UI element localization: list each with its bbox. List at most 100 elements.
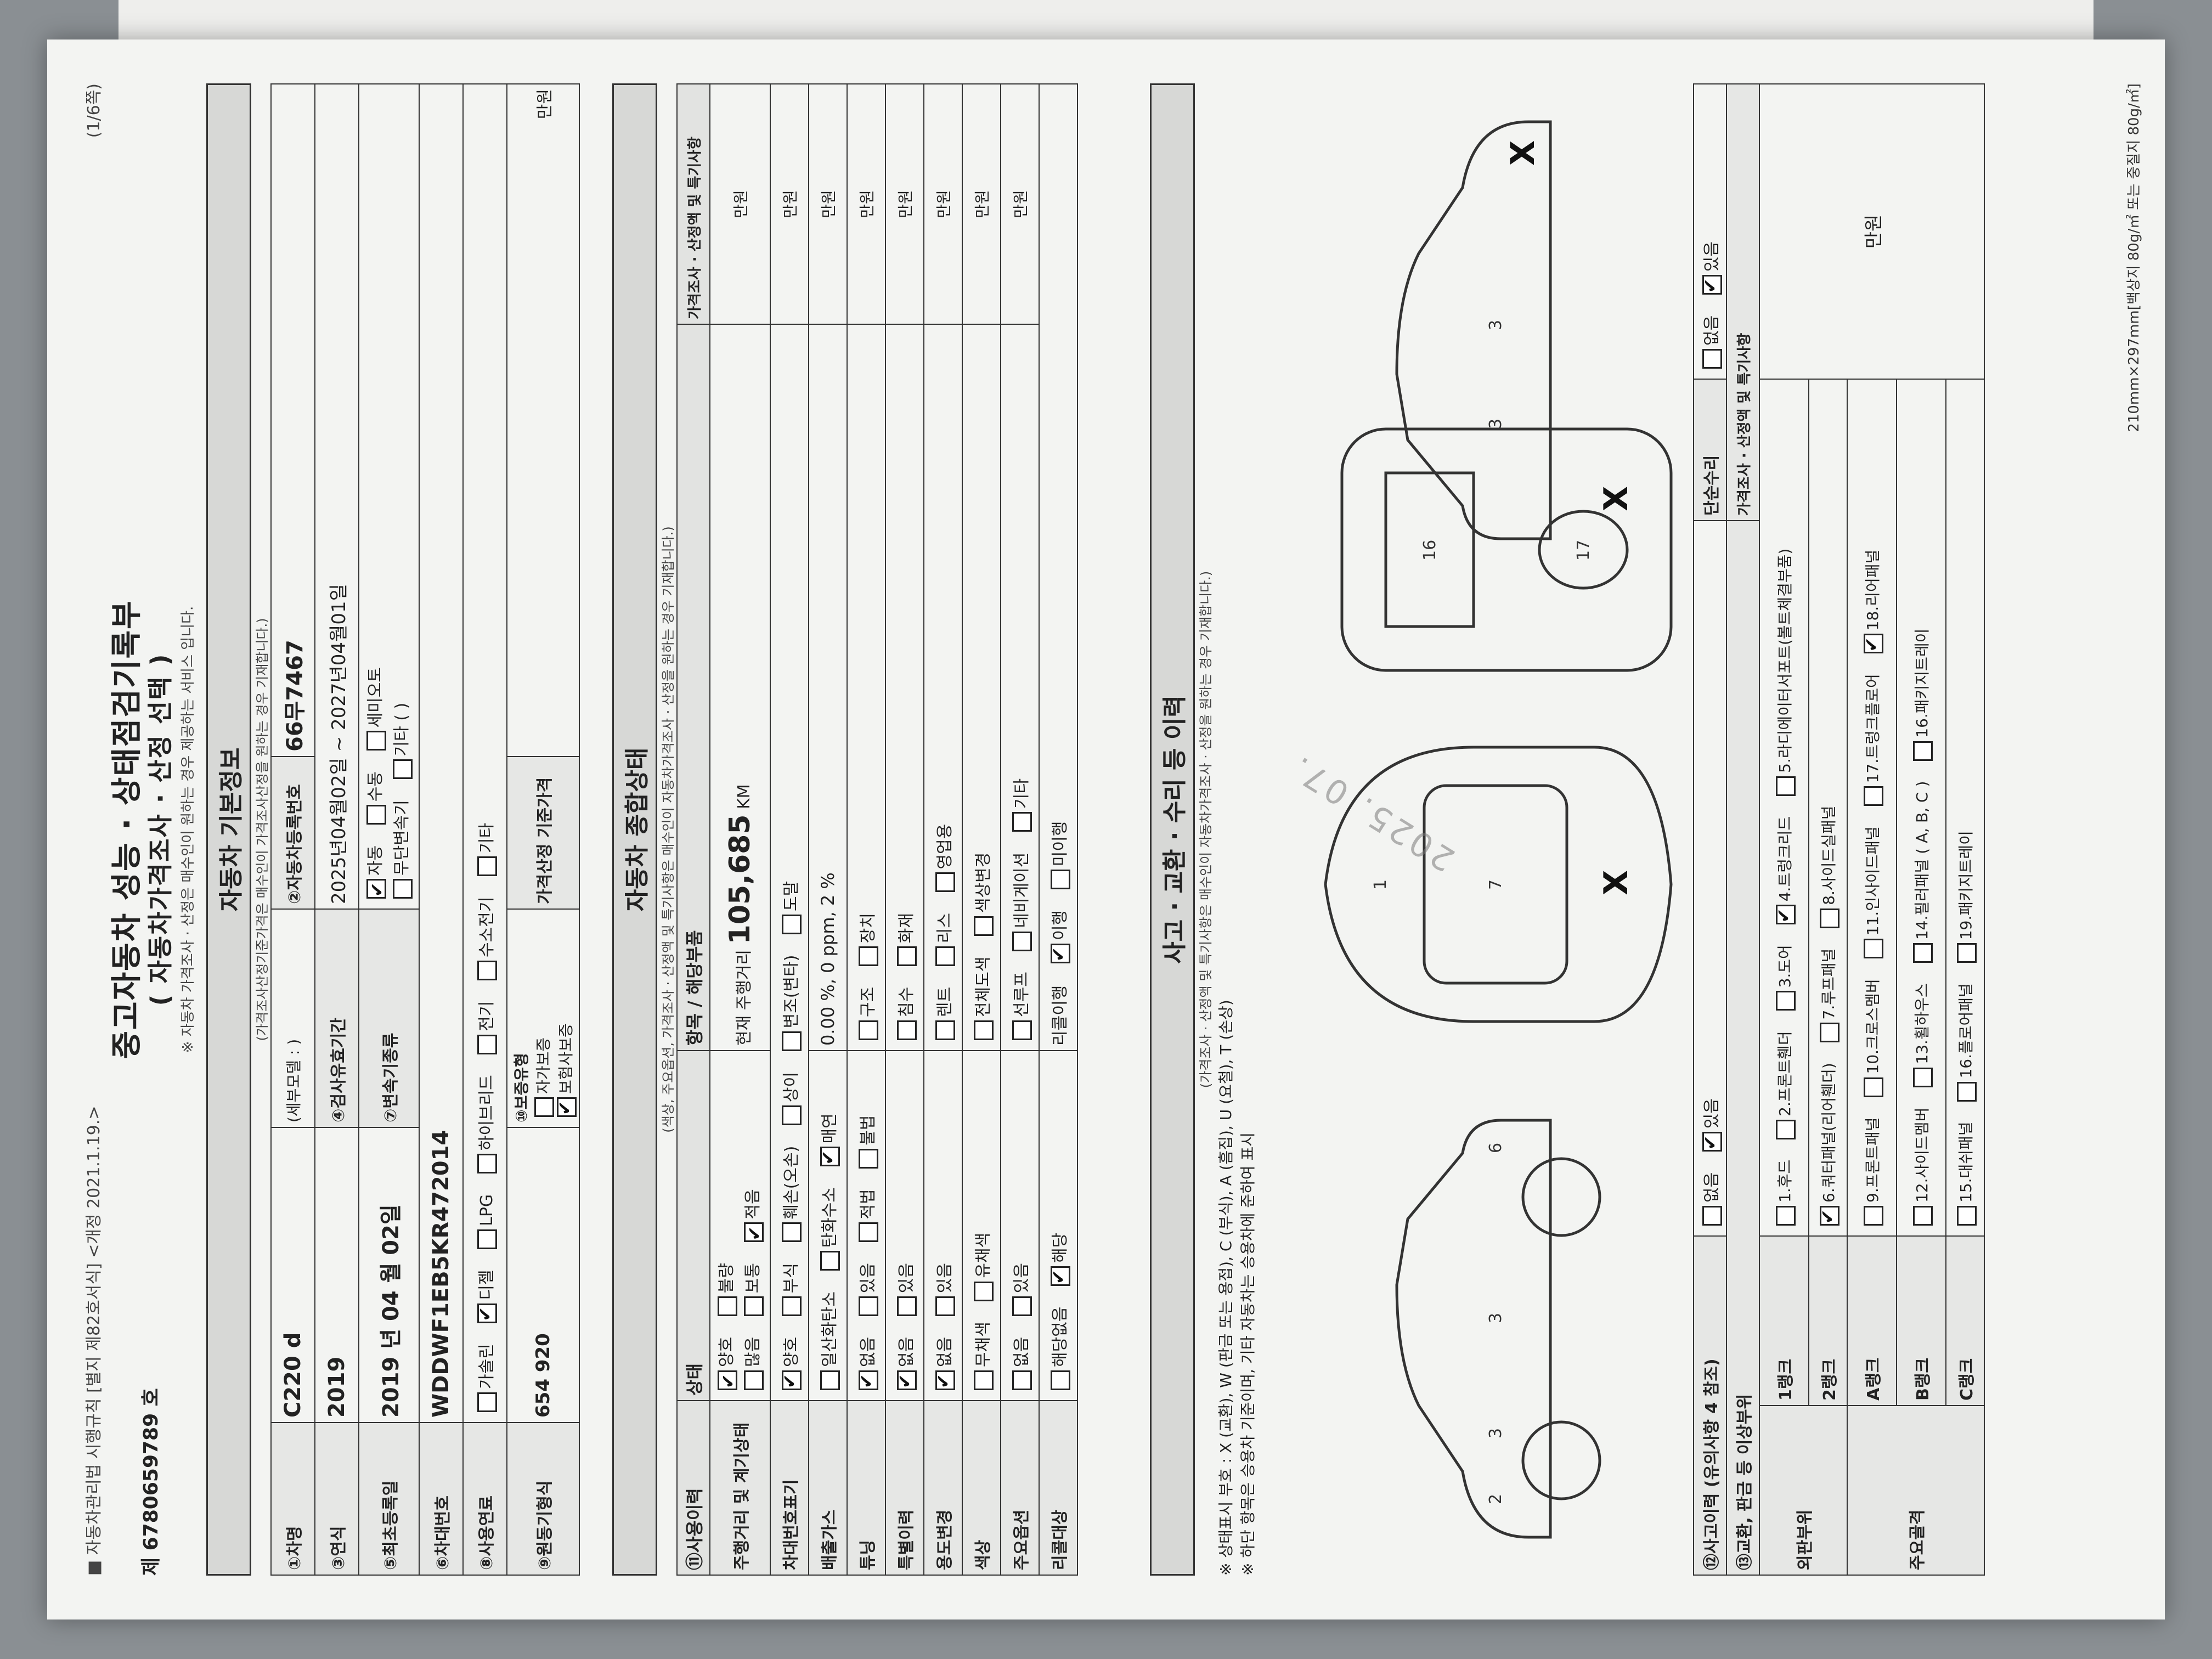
vin-paint-text: 도말 (781, 881, 801, 912)
fuel-diesel-checkbox[interactable] (477, 1303, 498, 1323)
usage-business-checkbox[interactable] (935, 872, 956, 893)
mileage-high-checkbox[interactable] (743, 1370, 764, 1390)
recall-done-checkbox[interactable] (1051, 944, 1071, 964)
rankB-pillar-checkbox[interactable] (1912, 943, 1933, 963)
simple-yes-checkbox[interactable] (1702, 275, 1723, 295)
rankB-wheelhouse-checkbox[interactable] (1912, 1067, 1933, 1087)
vin-paint-checkbox[interactable] (782, 915, 802, 935)
fuel-hybrid-checkbox[interactable] (477, 1154, 498, 1174)
vin-differ-checkbox[interactable] (782, 1105, 802, 1126)
options-none-checkbox[interactable] (1012, 1370, 1032, 1390)
usage-yes-text: 있음 (935, 1263, 955, 1294)
warranty-self-checkbox[interactable] (534, 1097, 554, 1117)
rankA-inside-checkbox[interactable] (1863, 939, 1883, 959)
fuel-gasoline-text: 가솔린 (477, 1344, 496, 1389)
options-yes-checkbox[interactable] (1012, 1296, 1032, 1317)
trans-auto-checkbox[interactable] (366, 879, 386, 899)
rankA-front-checkbox[interactable] (1863, 1206, 1883, 1226)
color-chromatic-checkbox[interactable] (974, 1281, 994, 1301)
item-col-header: 항목 / 해당부품 (677, 324, 710, 1051)
trans-cvt-checkbox[interactable] (392, 879, 413, 899)
fuel-gasoline-checkbox[interactable] (477, 1392, 498, 1412)
usage-yes-checkbox[interactable] (935, 1296, 956, 1317)
accident-yes-checkbox[interactable] (1702, 1132, 1723, 1152)
rank2-roof-checkbox[interactable] (1819, 1023, 1839, 1043)
basic-info-title: 자동차 기본정보 (206, 83, 251, 1576)
options-other-checkbox[interactable] (1012, 812, 1032, 832)
special-none-checkbox[interactable] (897, 1370, 917, 1390)
color-fullpaint-checkbox[interactable] (974, 1020, 994, 1040)
replace-label: ⑬교환, 판금 등 이상부위 (1726, 521, 1759, 1575)
vin-tamper-checkbox[interactable] (782, 1031, 802, 1052)
rankC-dash-checkbox[interactable] (1956, 1206, 1977, 1226)
rankB-sidemember-checkbox[interactable] (1912, 1206, 1933, 1226)
rankA-trunkfloor-checkbox[interactable] (1863, 786, 1883, 806)
rank1-radiator-checkbox[interactable] (1775, 776, 1796, 796)
recall-yes-checkbox[interactable] (1051, 1266, 1071, 1286)
usage-lease-checkbox[interactable] (935, 946, 956, 967)
first-reg-value: 2019 년 04 월 02일 (359, 1127, 419, 1423)
warranty-insurance-checkbox[interactable] (557, 1097, 577, 1117)
vin-corrosion-checkbox[interactable] (782, 1296, 802, 1317)
rankC-package-checkbox[interactable] (1956, 943, 1977, 963)
color-change-checkbox[interactable] (974, 916, 994, 936)
trans-manual-checkbox[interactable] (366, 805, 386, 825)
rank2-sidesill-checkbox[interactable] (1819, 908, 1839, 928)
form-title: 중고자동차 성능 · 상태점검기록부 (109, 600, 145, 1059)
special-yes-checkbox[interactable] (897, 1296, 917, 1317)
simple-none-checkbox[interactable] (1702, 349, 1723, 369)
special-fire-checkbox[interactable] (897, 946, 917, 967)
fuel-electric-checkbox[interactable] (477, 1034, 498, 1054)
tuning-none-checkbox[interactable] (859, 1370, 879, 1390)
rank1-fender-checkbox[interactable] (1775, 1119, 1796, 1139)
usage-none-checkbox[interactable] (935, 1370, 956, 1390)
mileage-low-checkbox[interactable] (743, 1222, 764, 1243)
fuel-other-checkbox[interactable] (477, 856, 498, 877)
fuel-lpg-text: LPG (477, 1194, 496, 1226)
usage-business-text: 영업용 (935, 823, 955, 870)
rank1-door-checkbox[interactable] (1775, 991, 1796, 1011)
vin-good-checkbox[interactable] (782, 1370, 802, 1390)
tuning-device-checkbox[interactable] (859, 946, 879, 967)
mileage-normal-checkbox[interactable] (743, 1296, 764, 1317)
color-achromatic-checkbox[interactable] (974, 1370, 994, 1390)
rankB-package-checkbox[interactable] (1912, 741, 1933, 761)
mileage-bad-checkbox[interactable] (717, 1296, 737, 1317)
base-price-unit: 만원 (507, 84, 579, 757)
reg-no-label: ②자동차등록번호 (271, 757, 315, 909)
options-sunroof-checkbox[interactable] (1012, 1020, 1032, 1040)
fuel-hydrogen-checkbox[interactable] (477, 960, 498, 980)
trans-other-checkbox[interactable] (392, 759, 413, 780)
trans-semi-checkbox[interactable] (366, 731, 386, 751)
rank1-hood-checkbox[interactable] (1775, 1206, 1796, 1226)
fuel-lpg-checkbox[interactable] (477, 1229, 498, 1249)
special-flood-checkbox[interactable] (897, 1020, 917, 1040)
tuning-illegal-checkbox[interactable] (859, 1148, 879, 1169)
rankA-cross-checkbox[interactable] (1863, 1077, 1883, 1097)
rank1-trunk-checkbox[interactable] (1775, 905, 1796, 925)
options-navi-checkbox[interactable] (1012, 931, 1032, 951)
recall-none-checkbox[interactable] (1051, 1370, 1071, 1390)
tuning-structure-checkbox[interactable] (859, 1020, 879, 1040)
paper-spec-footer: 210mm×297mm[백상지 80g/㎡ 또는 중질지 80g/㎡] (2126, 83, 2142, 432)
warranty-cell: ⑩보증유형 자가보증 보험사보증 (507, 909, 579, 1127)
usage-rent-checkbox[interactable] (935, 1020, 956, 1040)
tuning-yes-checkbox[interactable] (859, 1296, 879, 1317)
warranty-label: ⑩보증유형 (512, 1053, 531, 1122)
diagram-label-16: 16 (1420, 540, 1440, 561)
tuning-legal-checkbox[interactable] (859, 1222, 879, 1243)
accident-none-checkbox[interactable] (1702, 1206, 1723, 1226)
vin-damage-checkbox[interactable] (782, 1222, 802, 1243)
emission-hc-checkbox[interactable] (820, 1251, 840, 1271)
rankB-label: B랭크 (1897, 1236, 1946, 1406)
state-note: (색상, 주요옵션, 가격조사 · 산정액 및 특기사항은 매수인이 자동차가격… (661, 526, 676, 1133)
emission-co-checkbox[interactable] (820, 1370, 840, 1390)
rank2-quarter-checkbox[interactable] (1819, 1206, 1839, 1226)
car-diagrams: 3 3 2 6 1 7 16 17 3 3 X X X (1324, 120, 1673, 1539)
inspection-label: ④검사유효기간 (315, 909, 359, 1127)
rankA-rearpanel-checkbox[interactable] (1863, 634, 1883, 654)
recall-notdone-checkbox[interactable] (1051, 870, 1071, 890)
mileage-good-checkbox[interactable] (717, 1370, 737, 1390)
emission-smoke-checkbox[interactable] (820, 1147, 840, 1167)
rankC-floor-checkbox[interactable] (1956, 1081, 1977, 1102)
